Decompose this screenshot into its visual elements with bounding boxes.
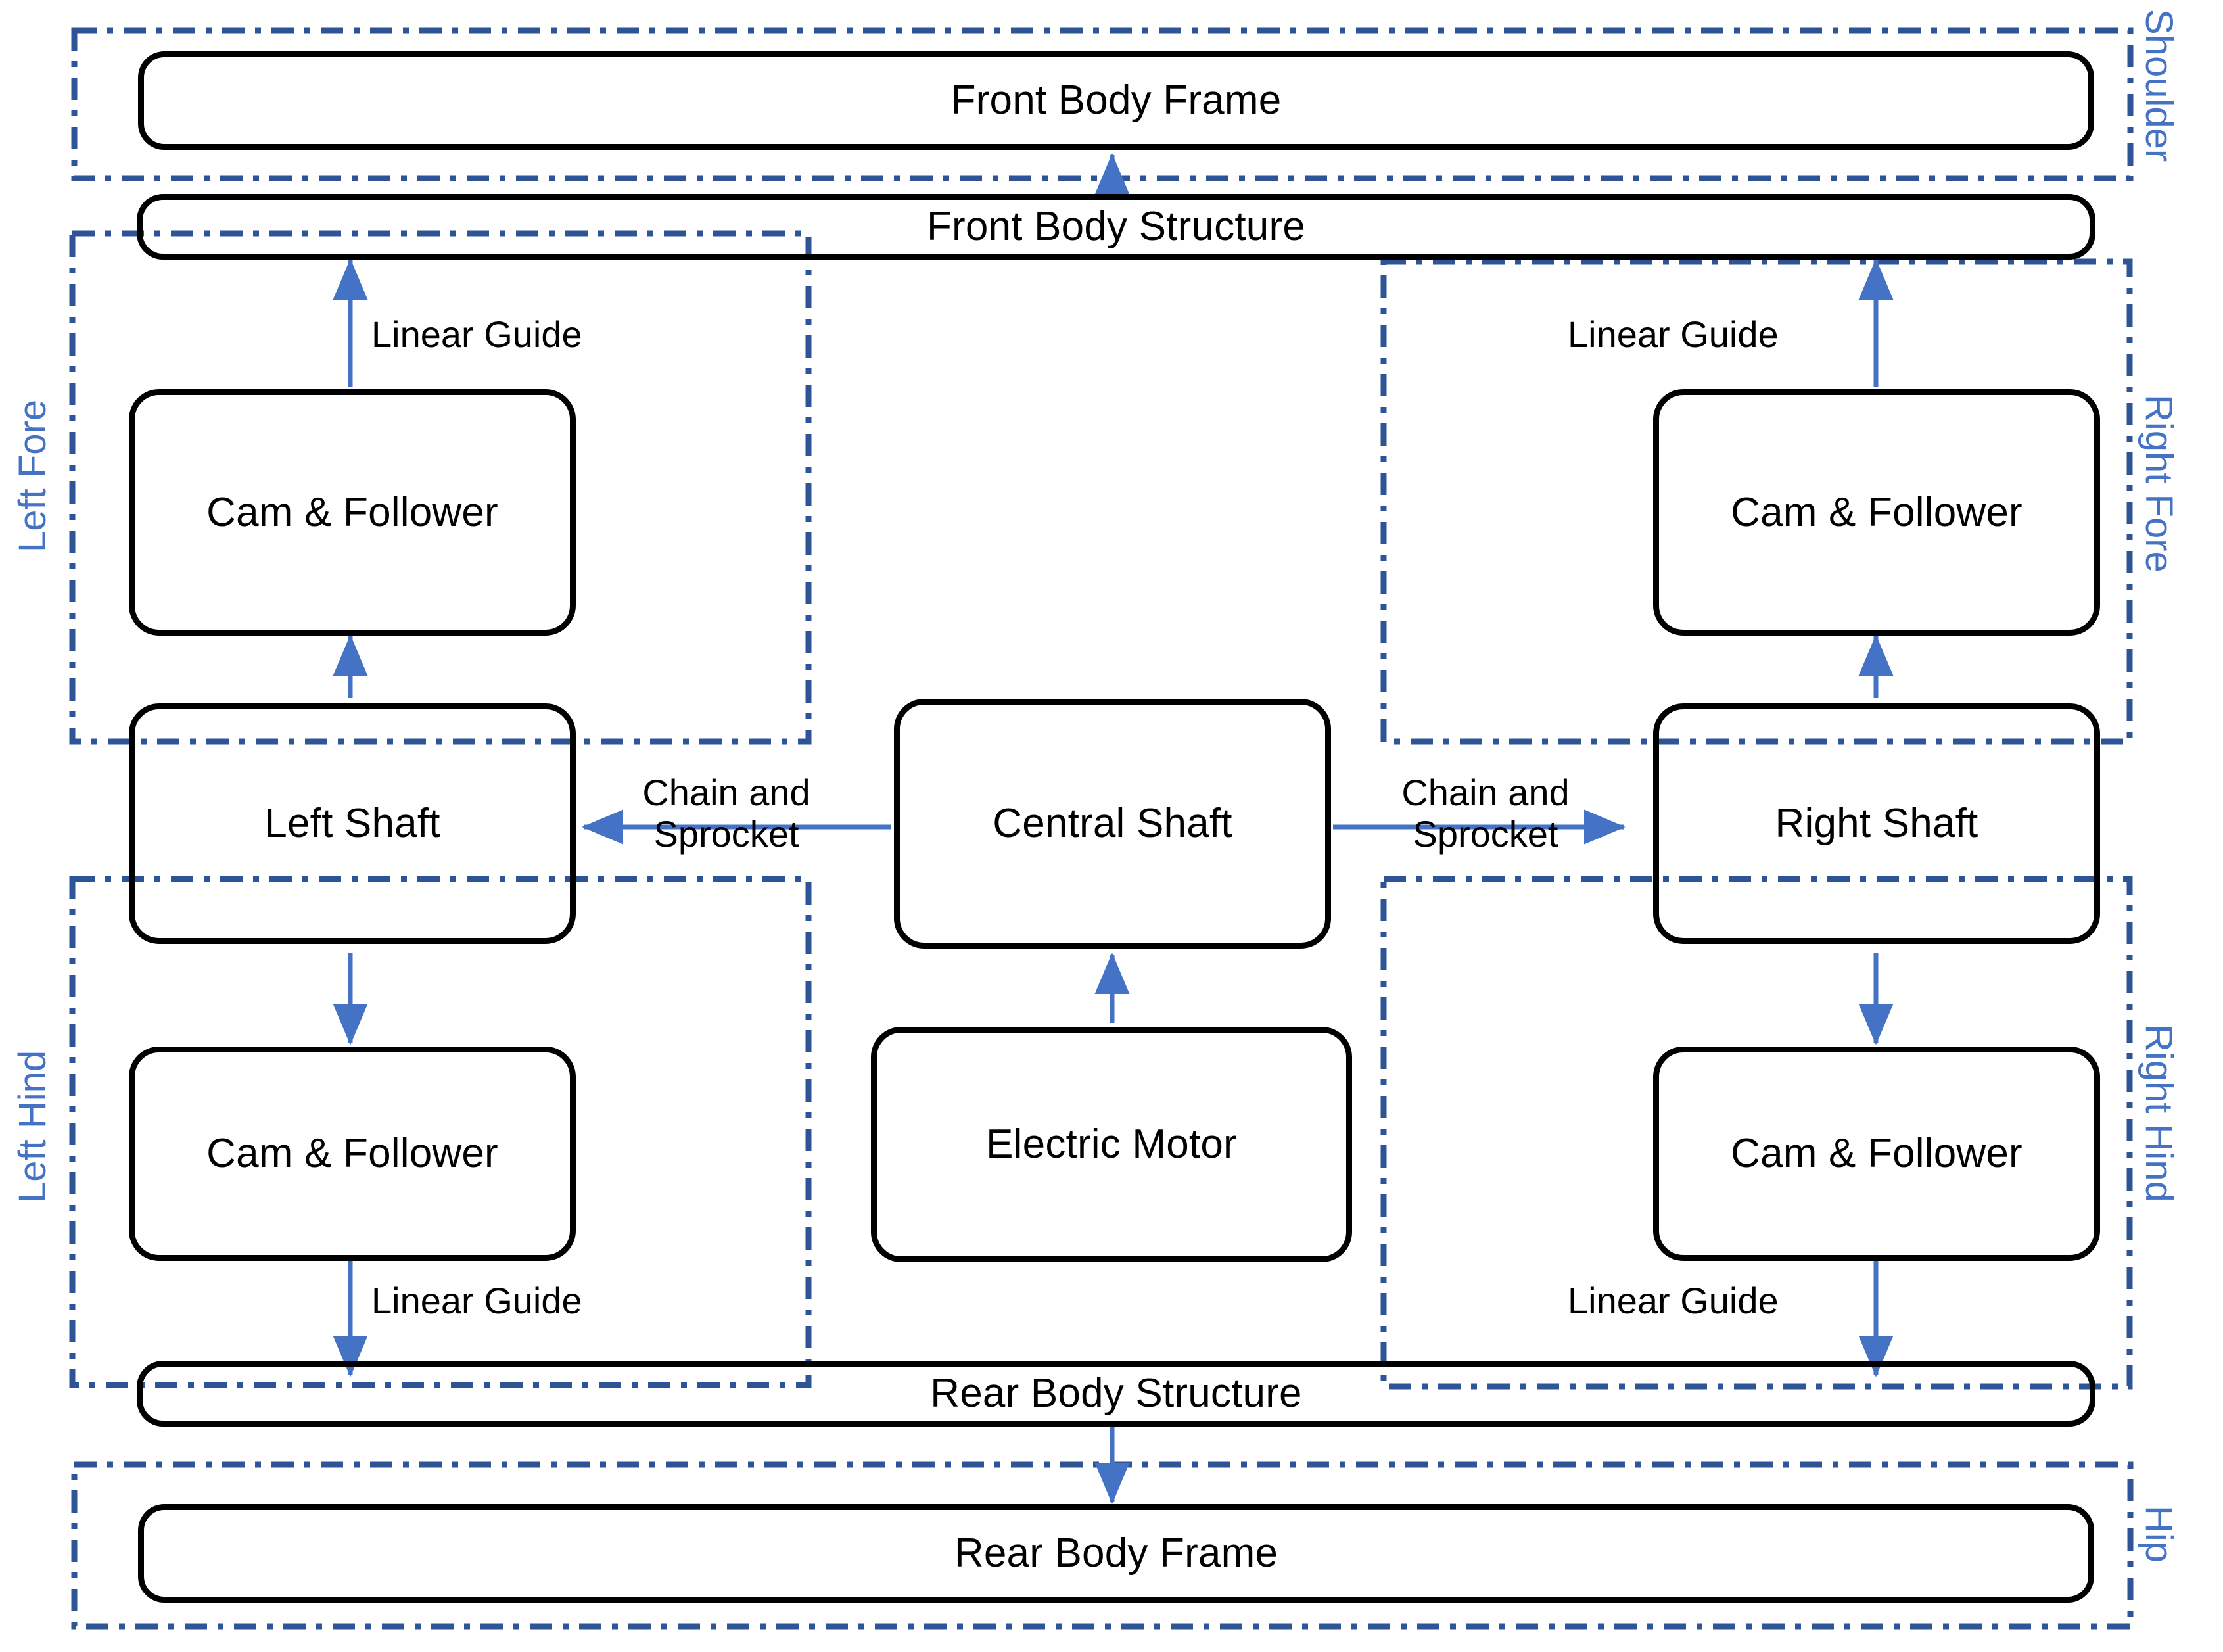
region-label-right-fore: Right Fore — [2138, 394, 2180, 573]
box-rear-body-frame[interactable]: Rear Body Frame — [138, 1504, 2094, 1603]
box-left-shaft[interactable]: Left Shaft — [129, 703, 576, 944]
box-right-hind-cam-follower[interactable]: Cam & Follower — [1653, 1047, 2100, 1261]
region-label-shoulder: Shoulder — [2138, 9, 2180, 162]
box-left-shaft-label: Left Shaft — [264, 801, 440, 847]
box-right-fore-cam-follower[interactable]: Cam & Follower — [1653, 389, 2100, 636]
box-rear-body-structure-label: Rear Body Structure — [930, 1371, 1302, 1417]
region-label-left-hind: Left Hind — [11, 1050, 54, 1203]
region-label-left-fore: Left Fore — [11, 399, 54, 552]
edge-label-left-chain-sprocket: Chain and Sprocket — [642, 772, 810, 855]
box-rear-body-structure[interactable]: Rear Body Structure — [137, 1361, 2095, 1427]
box-front-body-structure[interactable]: Front Body Structure — [137, 194, 2095, 260]
box-central-shaft-label: Central Shaft — [993, 801, 1232, 847]
edge-label-right-chain-sprocket: Chain and Sprocket — [1401, 772, 1570, 855]
edge-label-right-hind-linear-guide: Linear Guide — [1568, 1280, 1779, 1321]
box-right-shaft[interactable]: Right Shaft — [1653, 703, 2100, 944]
box-right-shaft-label: Right Shaft — [1775, 801, 1978, 847]
edge-label-right-fore-linear-guide: Linear Guide — [1568, 314, 1779, 355]
box-left-hind-cam-follower[interactable]: Cam & Follower — [129, 1047, 576, 1261]
box-electric-motor[interactable]: Electric Motor — [871, 1027, 1352, 1262]
edge-label-left-fore-linear-guide: Linear Guide — [371, 314, 582, 355]
box-front-body-structure-label: Front Body Structure — [926, 204, 1306, 250]
box-right-hind-cam-follower-label: Cam & Follower — [1731, 1131, 2023, 1177]
box-electric-motor-label: Electric Motor — [986, 1121, 1237, 1168]
box-front-body-frame[interactable]: Front Body Frame — [138, 51, 2094, 150]
box-left-hind-cam-follower-label: Cam & Follower — [206, 1131, 498, 1177]
box-front-body-frame-label: Front Body Frame — [950, 78, 1282, 124]
box-right-fore-cam-follower-label: Cam & Follower — [1731, 489, 2023, 535]
box-left-fore-cam-follower[interactable]: Cam & Follower — [129, 389, 576, 636]
region-label-hip: Hip — [2138, 1505, 2180, 1563]
box-central-shaft[interactable]: Central Shaft — [894, 699, 1331, 949]
box-rear-body-frame-label: Rear Body Frame — [954, 1530, 1278, 1576]
region-label-right-hind: Right Hind — [2138, 1024, 2180, 1202]
box-left-fore-cam-follower-label: Cam & Follower — [206, 489, 498, 535]
edge-label-left-hind-linear-guide: Linear Guide — [371, 1280, 582, 1321]
